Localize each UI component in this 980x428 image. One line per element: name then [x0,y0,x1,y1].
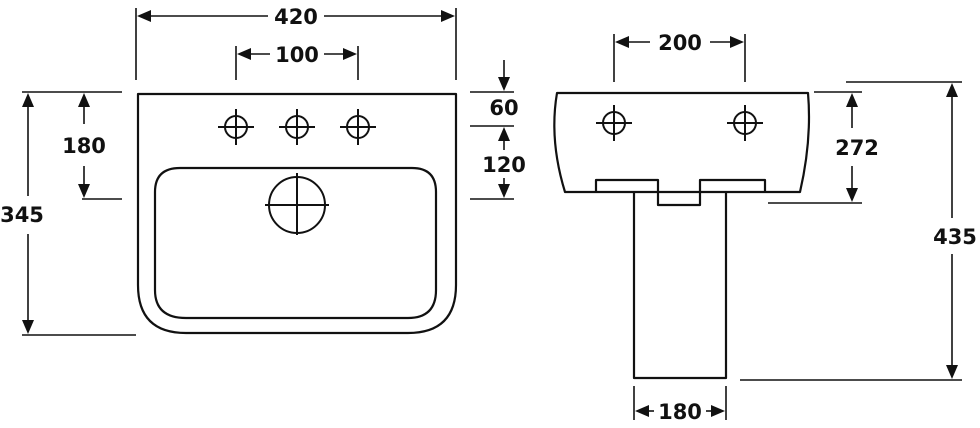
basin-body [553,91,811,194]
fixing-hole-left [596,105,632,141]
dim-tap-holes-to-waste: 120 [470,127,526,200]
label-overall-width: 420 [274,5,318,29]
tap-hole-right [340,109,376,145]
label-tap-holes-to-waste: 120 [482,153,526,177]
dim-depth-to-bowl: 180 [62,93,122,200]
dim-fixing-centres: 200 [613,31,746,82]
tap-hole-left [218,109,254,145]
label-depth-to-bowl: 180 [62,134,106,158]
label-tap-hole-centres: 100 [275,43,319,67]
label-basin-height: 272 [835,136,879,160]
side-view: 200 272 435 [553,31,977,424]
label-overall-height: 435 [933,225,977,249]
pedestal-collar [594,178,767,207]
label-rim-to-tap-holes: 60 [489,96,518,120]
dim-tap-hole-centres: 100 [235,43,359,80]
dim-basin-height: 272 [768,91,879,204]
dim-rim-to-tap-holes: 60 [470,60,519,127]
label-pedestal-width: 180 [658,400,702,424]
label-fixing-centres: 200 [658,31,702,55]
waste-outlet [265,173,329,235]
dim-pedestal-width: 180 [633,386,727,424]
front-view: 420 100 345 180 [0,5,526,336]
basin-outline [136,92,458,335]
fixing-hole-right [727,105,763,141]
dim-overall-height: 435 [740,81,977,381]
tap-hole-centre [279,109,315,145]
bowl-outline [153,166,438,320]
dim-overall-width: 420 [135,5,457,80]
pedestal-column [632,192,728,380]
dim-overall-depth: 345 [0,91,136,336]
label-overall-depth: 345 [0,203,44,227]
